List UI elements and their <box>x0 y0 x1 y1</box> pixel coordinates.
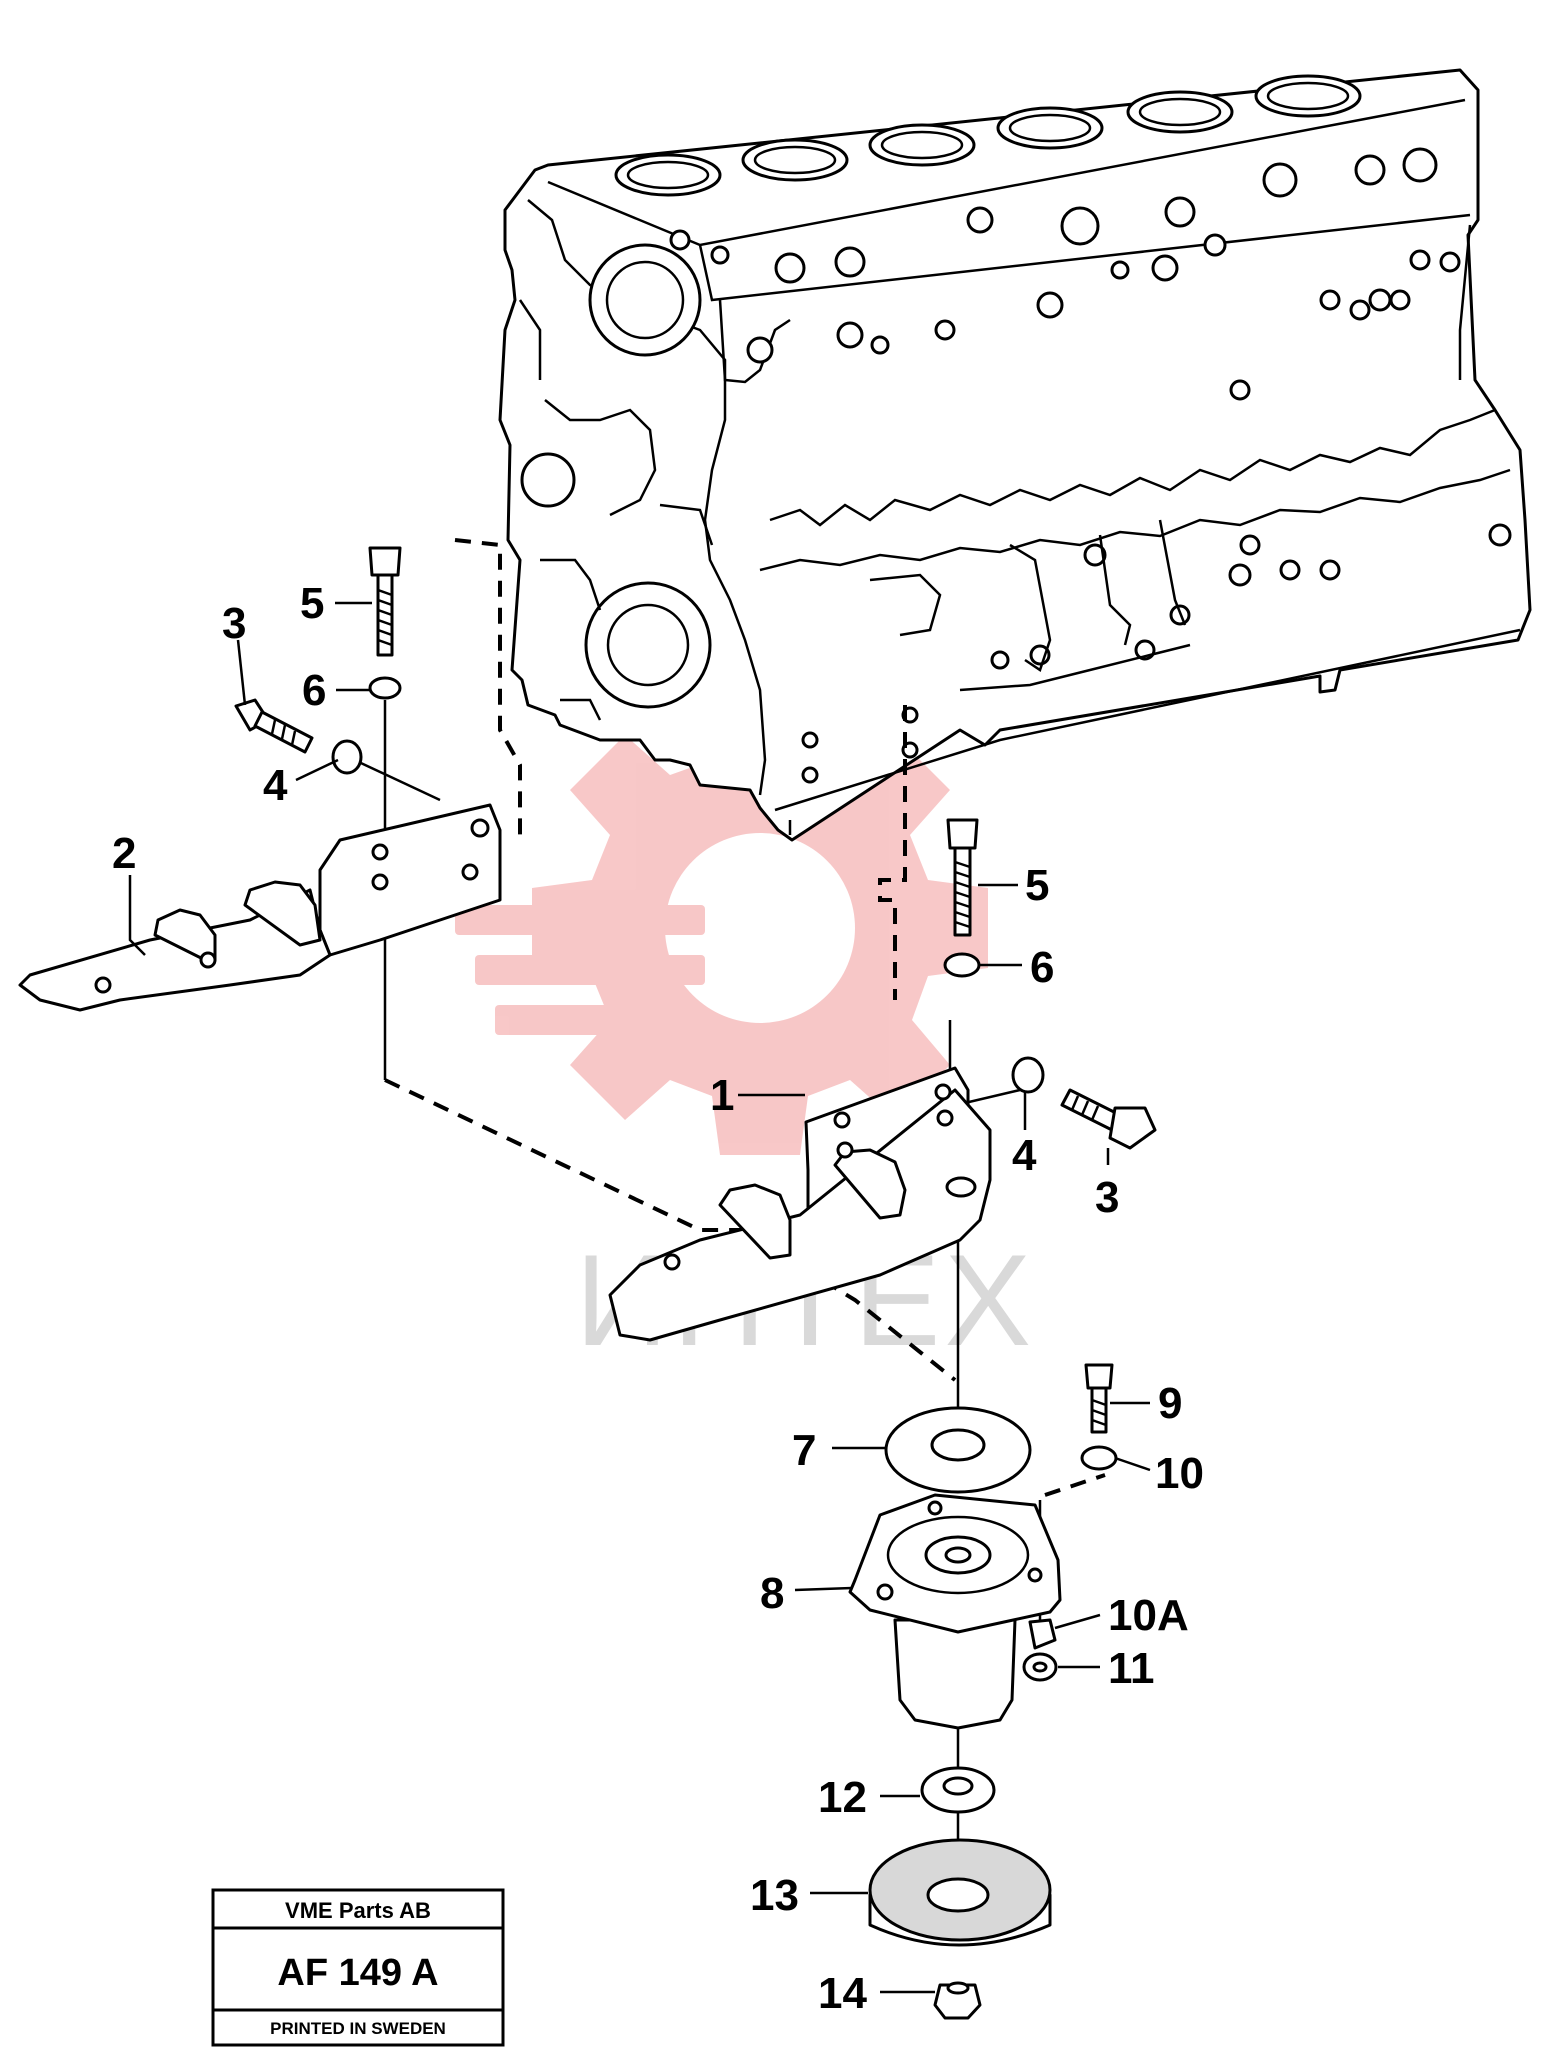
callout-8: 8 <box>760 1569 784 1618</box>
callout-5-left: 5 <box>300 579 324 628</box>
callout-1: 1 <box>710 1071 734 1120</box>
callout-12: 12 <box>818 1773 867 1822</box>
watermark-gear-logo <box>455 700 988 1155</box>
callout-4-left: 4 <box>263 761 288 810</box>
bolt-3-left <box>234 698 314 754</box>
callout-6-left: 6 <box>302 666 326 715</box>
callout-6-right: 6 <box>1030 943 1054 992</box>
title-block-printed: PRINTED IN SWEDEN <box>270 2019 446 2038</box>
bolt-5-left <box>368 546 402 657</box>
callout-labels: 1 2 3 3 4 4 5 5 6 6 7 8 9 10 10A 11 12 1… <box>112 579 1204 2018</box>
title-block-code: AF 149 A <box>277 1952 438 1994</box>
washer-6-left <box>368 676 402 700</box>
leader-lines <box>128 601 1151 1994</box>
callout-3-left: 3 <box>222 599 246 648</box>
callout-14: 14 <box>818 1969 867 2018</box>
callout-10a: 10A <box>1108 1591 1189 1640</box>
washer-4-left <box>331 739 363 775</box>
title-block-company: VME Parts AB <box>285 1898 431 1923</box>
engine-block <box>498 68 1532 842</box>
bolt-3-right <box>1060 1088 1157 1150</box>
spacer-12 <box>920 1766 996 1814</box>
nut-14 <box>933 1981 982 2020</box>
callout-9: 9 <box>1158 1379 1182 1428</box>
callout-2: 2 <box>112 829 136 878</box>
title-block: VME Parts AB AF 149 A PRINTED IN SWEDEN <box>211 1888 505 2047</box>
washer-6-right <box>943 952 981 978</box>
callout-3-right: 3 <box>1095 1173 1119 1222</box>
callout-13: 13 <box>750 1871 799 1920</box>
nut-11 <box>1022 1652 1058 1682</box>
timing-cover <box>518 199 767 796</box>
callout-5-right: 5 <box>1025 861 1049 910</box>
bracket-right <box>608 1066 992 1342</box>
callout-4-right: 4 <box>1012 1131 1037 1180</box>
washer-10 <box>1080 1445 1118 1471</box>
cylinder-bores <box>614 74 1362 197</box>
callout-7: 7 <box>792 1426 816 1475</box>
spacer-10a <box>1028 1618 1057 1650</box>
bolt-9 <box>1084 1363 1114 1434</box>
callout-10: 10 <box>1155 1449 1204 1498</box>
rubber-buffer-13 <box>868 1838 1052 1947</box>
bracket-left <box>18 803 502 1012</box>
washer-4-right <box>1011 1056 1045 1094</box>
rubber-mount-8 <box>848 1493 1062 1730</box>
washer-plate-7 <box>884 1406 1032 1494</box>
bolt-5-right <box>946 818 979 937</box>
callout-11: 11 <box>1108 1644 1155 1693</box>
